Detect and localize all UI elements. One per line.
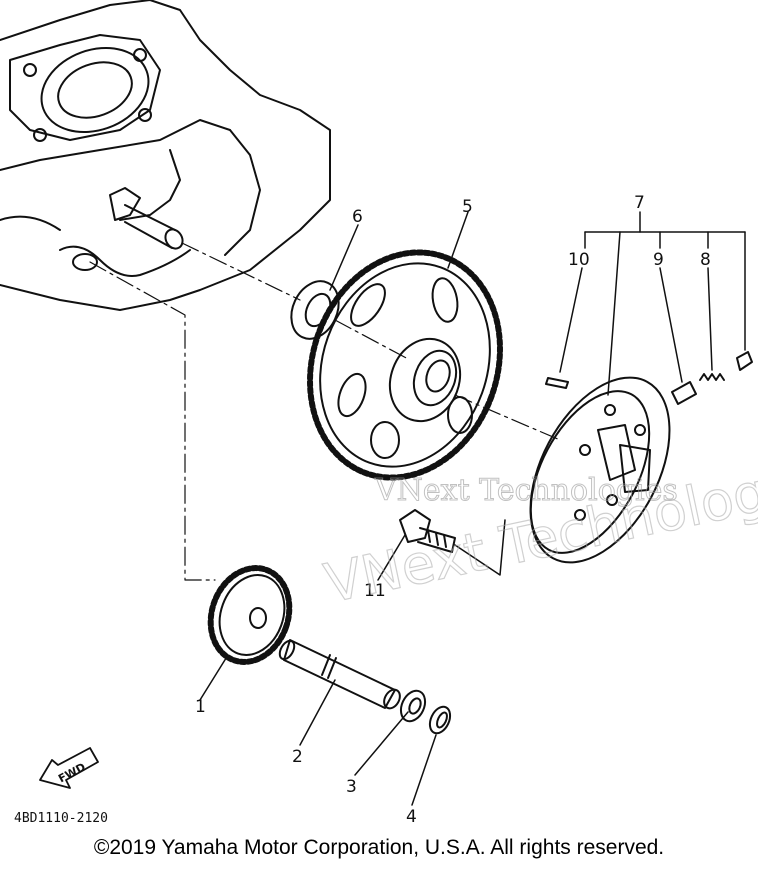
- callout-3: 3: [346, 777, 357, 797]
- circlip-part-4: [428, 705, 452, 735]
- callout-7: 7: [634, 193, 645, 213]
- callout-4: 4: [406, 807, 417, 827]
- callout-1: 1: [195, 697, 206, 717]
- washer-part-3: [399, 689, 427, 723]
- spring-part-8: [699, 351, 753, 381]
- callout-5: 5: [462, 197, 473, 217]
- callout-10: 10: [568, 250, 590, 270]
- diagram-code: 4BD1110-2120: [14, 811, 108, 826]
- watermark-text-serif: VNext Technologies: [374, 473, 678, 508]
- pin-part-10: [545, 377, 569, 389]
- engine-case: [0, 0, 331, 311]
- clutch-assembly-part-7: [529, 376, 671, 564]
- starter-gear-part-5: [307, 249, 503, 481]
- copyright-notice: ©2019 Yamaha Motor Corporation, U.S.A. A…: [93, 836, 665, 859]
- center-lines: [89, 242, 561, 581]
- leader-lines: [199, 211, 469, 806]
- callout-11: 11: [364, 581, 386, 601]
- bolt-part-11: [399, 509, 506, 576]
- callout-2: 2: [292, 747, 303, 767]
- callout-6: 6: [352, 207, 363, 227]
- shaft-part-2: [278, 639, 401, 710]
- idler-gear-part-1: [207, 565, 293, 665]
- callout-bracket-7: [559, 211, 746, 396]
- callout-9: 9: [653, 250, 664, 270]
- fwd-arrow-icon: [39, 747, 99, 789]
- callout-8: 8: [700, 250, 711, 270]
- plunger-part-9: [671, 381, 697, 405]
